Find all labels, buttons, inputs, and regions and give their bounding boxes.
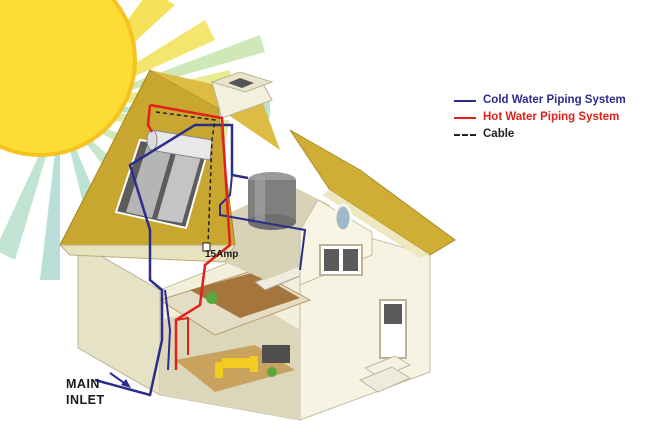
legend-label: Cable <box>483 128 515 140</box>
house <box>58 69 456 421</box>
legend-item-hot-water: Hot Water Piping System <box>454 109 626 126</box>
hot-water-swatch <box>454 116 476 119</box>
sun <box>0 0 135 155</box>
legend-item-cold-water: Cold Water Piping System <box>454 92 626 109</box>
cold-water-pipe <box>94 123 249 397</box>
legend: Cold Water Piping System Hot Water Pipin… <box>454 92 626 143</box>
legend-item-cable: Cable <box>454 126 626 143</box>
main-inlet-line1: MAIN <box>66 377 100 391</box>
cable-swatch <box>454 133 476 136</box>
main-inlet-line2: INLET <box>66 393 105 407</box>
main-inlet-label: MAIN INLET <box>66 376 105 408</box>
breaker-amp-label: 15Amp <box>205 249 239 260</box>
legend-label: Hot Water Piping System <box>483 111 620 123</box>
breaker-box <box>202 242 211 252</box>
legend-label: Cold Water Piping System <box>483 94 626 106</box>
hot-water-pipe <box>149 103 232 370</box>
cold-water-swatch <box>454 99 476 102</box>
cable-line <box>155 111 216 246</box>
